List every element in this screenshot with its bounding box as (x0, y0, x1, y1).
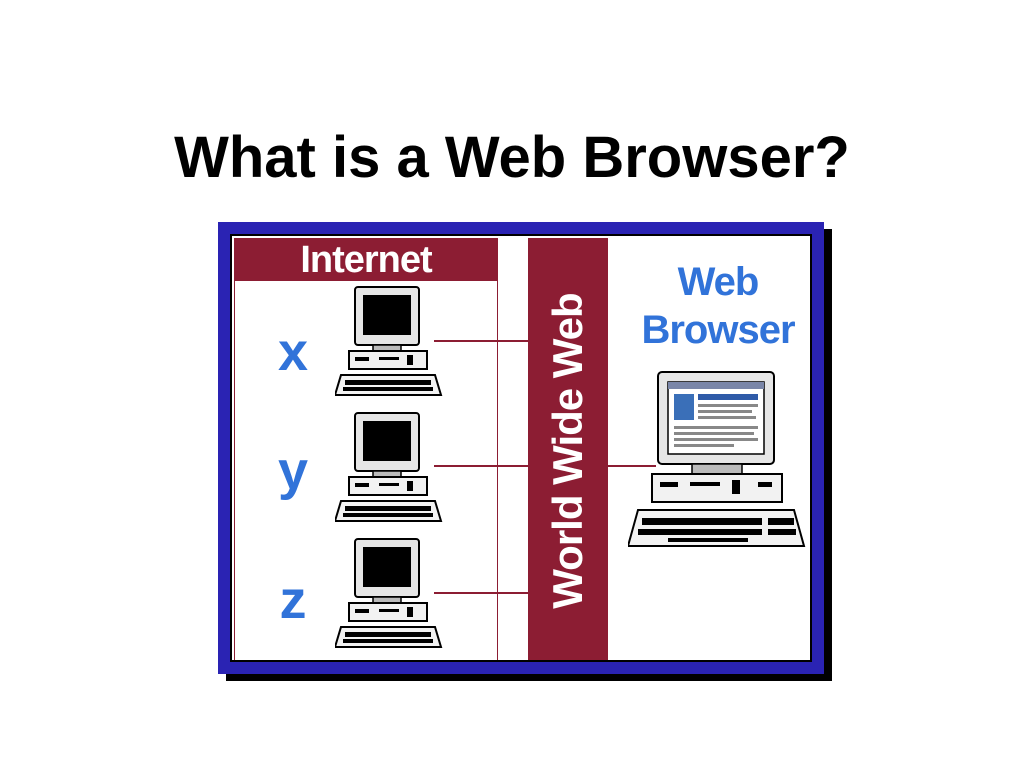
browser-label-line2: Browser (641, 308, 795, 352)
internet-box: Internet x y z (234, 238, 498, 660)
connector-y-to-www (434, 465, 528, 467)
slide-title: What is a Web Browser? (174, 125, 850, 190)
diagram-canvas: Internet x y z (230, 234, 812, 662)
host-label-x: x (277, 322, 309, 382)
computer-icon (335, 286, 443, 396)
connector-x-to-www (434, 340, 528, 342)
host-computer-z (335, 538, 443, 648)
host-computer-y (335, 412, 443, 522)
computer-icon (335, 412, 443, 522)
browser-label: Web Browser (630, 258, 806, 354)
computer-icon (628, 371, 806, 547)
host-label-z: z (279, 570, 307, 630)
internet-header: Internet (235, 239, 497, 281)
host-label-y: y (277, 441, 309, 501)
www-bar: World Wide Web (528, 238, 608, 660)
browser-label-line1: Web (677, 260, 760, 304)
browser-window-icon (668, 382, 764, 447)
diagram-frame: Internet x y z (218, 222, 824, 674)
www-label: World Wide Web (544, 293, 591, 609)
browser-computer (628, 371, 806, 547)
computer-icon (335, 538, 443, 648)
connector-www-to-browser (608, 465, 656, 467)
connector-z-to-www (434, 592, 528, 594)
host-computer-x (335, 286, 443, 396)
